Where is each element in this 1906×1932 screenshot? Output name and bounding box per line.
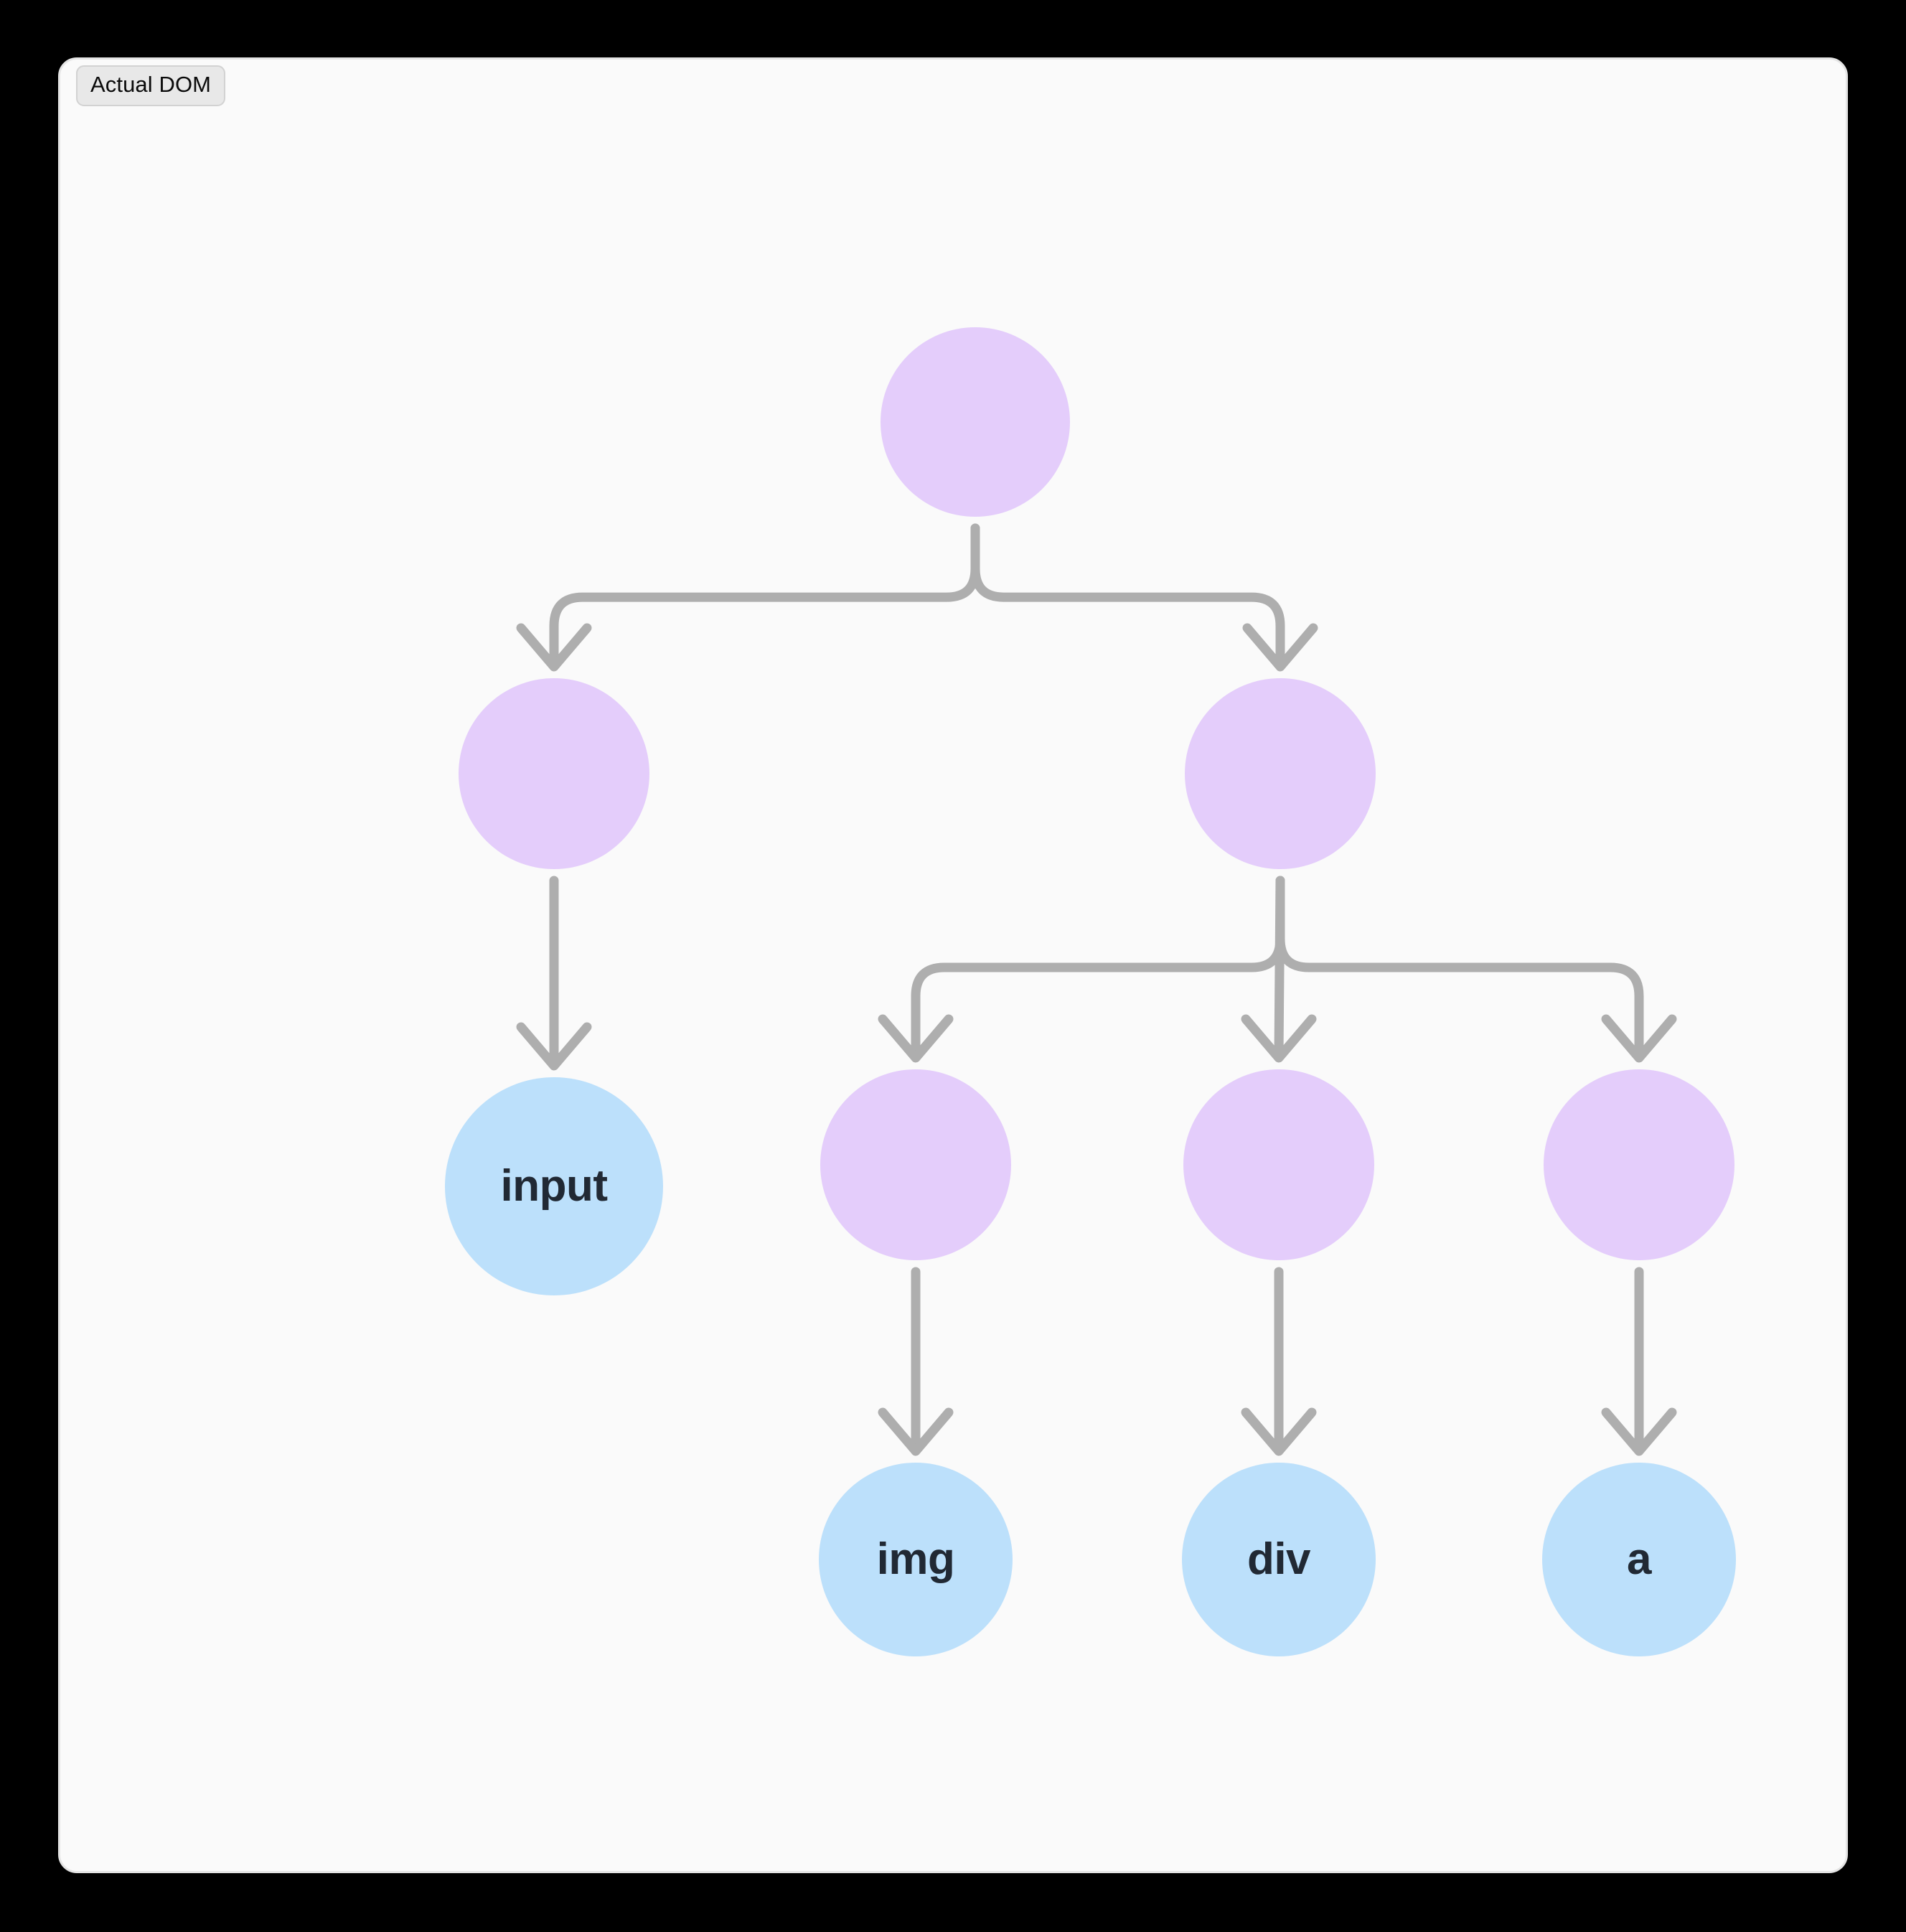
tree-node-label: div [1247, 1534, 1311, 1584]
tree-node-c1[interactable] [820, 1069, 1011, 1260]
tree-edge [911, 876, 1285, 1060]
tree-edge-arrowhead [878, 1407, 954, 1456]
tree-edge-arrowhead [1242, 623, 1318, 672]
tree-edge-arrowhead [516, 623, 592, 672]
tree-edge-layer [516, 523, 1677, 1456]
tree-edge [1275, 876, 1644, 1060]
tree-node-b2[interactable] [1185, 678, 1376, 869]
tree-edge [970, 523, 1285, 669]
tree-edge-arrowhead [516, 1022, 592, 1071]
tree-edge-arrowhead [878, 1014, 954, 1063]
tree-node-b1[interactable] [459, 678, 649, 869]
tree-node-label: a [1627, 1534, 1651, 1584]
tree-node-label: img [876, 1534, 955, 1584]
actual-dom-badge: Actual DOM [76, 65, 226, 106]
tree-node-img[interactable]: img [819, 1463, 1013, 1656]
tree-edge [549, 523, 980, 669]
tree-edge-arrowhead [1601, 1407, 1677, 1456]
actual-dom-panel: Actual DOM input img div a [58, 57, 1848, 1873]
tree-node-c2[interactable] [1183, 1069, 1374, 1260]
tree-node-root[interactable] [881, 327, 1070, 517]
tree-edge-arrowhead [1241, 1014, 1317, 1063]
tree-node-input[interactable]: input [445, 1077, 663, 1295]
tree-node-c3[interactable] [1544, 1069, 1734, 1260]
tree-node-div[interactable]: div [1182, 1463, 1376, 1656]
tree-node-label: input [500, 1161, 609, 1211]
tree-edge-arrowhead [1241, 1407, 1317, 1456]
tree-edge-arrowhead [1601, 1014, 1677, 1063]
tree-node-a[interactable]: a [1542, 1463, 1736, 1656]
